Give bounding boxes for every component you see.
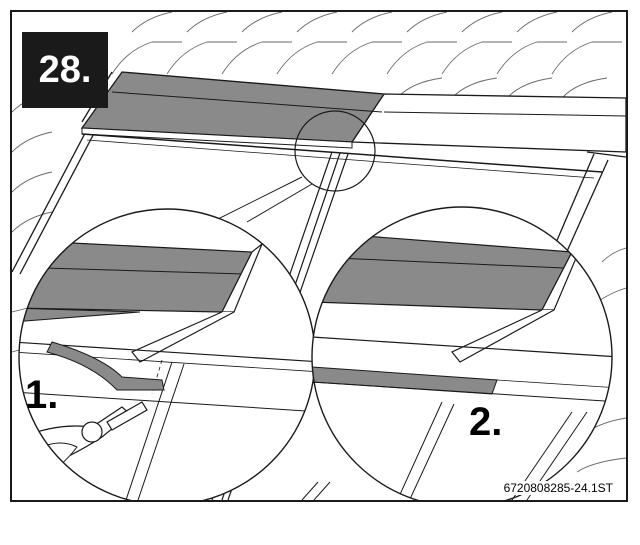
detail-circle-right	[312, 207, 612, 500]
right-side-rail	[551, 151, 626, 259]
detail-circle-left	[19, 209, 315, 500]
removed-strip	[46, 341, 165, 391]
callout-step-1: 1.	[25, 373, 59, 417]
figure-frame: 28. 1. 2. 6720808285-24.1ST	[10, 10, 628, 502]
collector-top-edge	[81, 133, 603, 173]
top-header-flashing	[350, 93, 626, 153]
callout-step-2: 2.	[469, 400, 503, 444]
reference-code: 6720808285-24.1ST	[502, 481, 614, 495]
installation-illustration	[12, 12, 626, 500]
zoom-leader-right	[246, 183, 313, 223]
step-number-badge: 28.	[22, 32, 108, 108]
detail-circle-small	[294, 110, 376, 192]
